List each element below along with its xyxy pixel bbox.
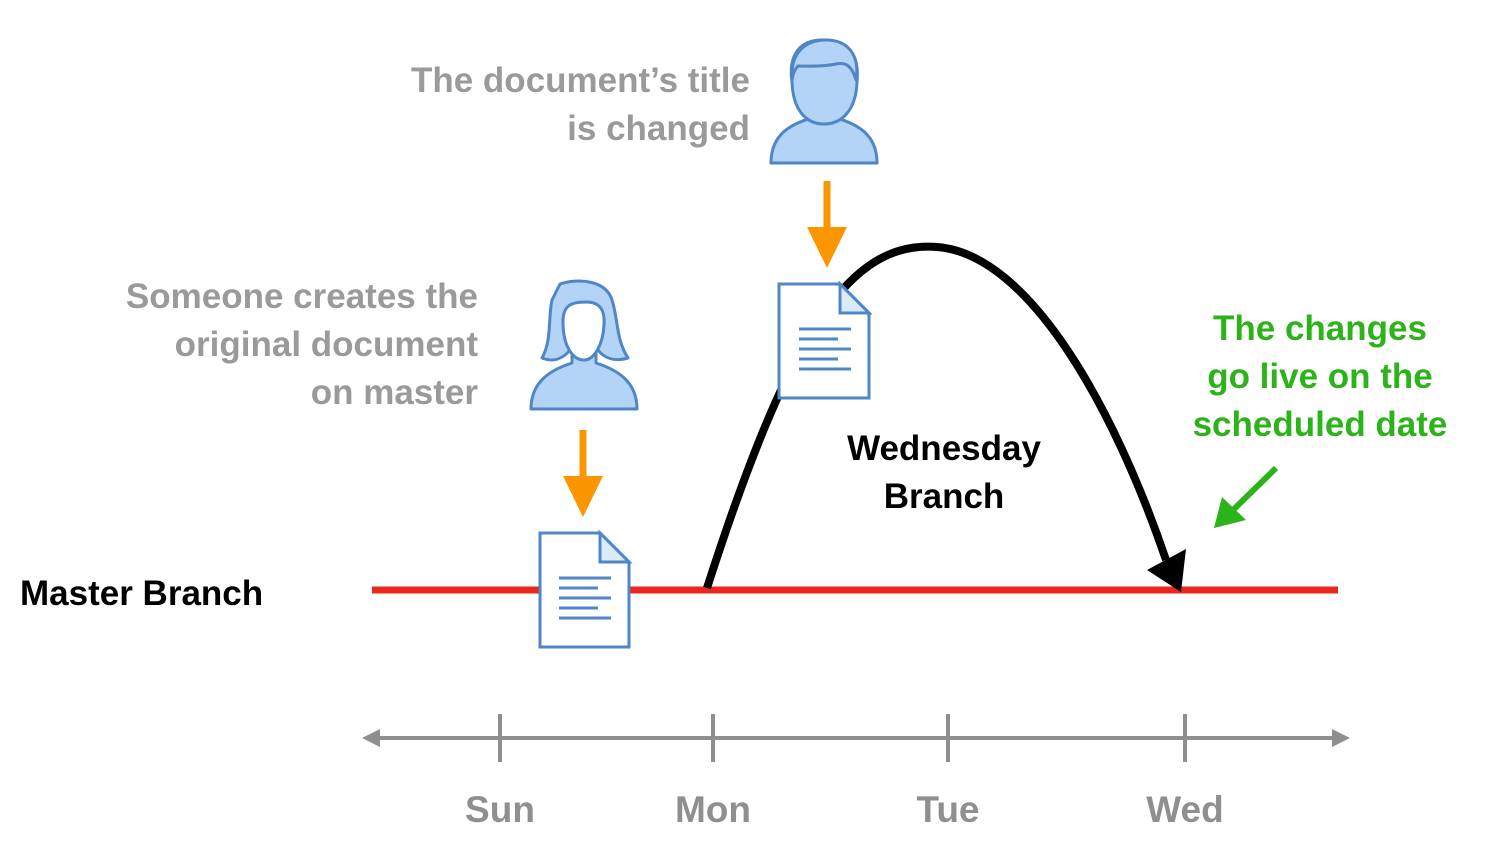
annotation-line: scheduled date	[1193, 405, 1448, 444]
day-label: Tue	[916, 789, 979, 830]
feature-branch-label: Branch	[884, 477, 1005, 516]
annotation-line: The document’s title	[411, 61, 750, 100]
axis-left-arrow-icon	[362, 729, 380, 747]
feature-branch-label: Wednesday	[847, 429, 1041, 468]
time-axis: Sun Mon Tue Wed	[362, 714, 1350, 830]
green-arrow-icon	[1214, 465, 1279, 528]
day-label: Wed	[1146, 789, 1223, 830]
annotation-line: original document	[175, 325, 479, 364]
annotation-line: The changes	[1213, 309, 1427, 348]
orange-down-arrow-icon	[807, 181, 847, 268]
document-icon	[777, 280, 873, 400]
annotation-line: go live on the	[1207, 357, 1433, 396]
axis-right-arrow-icon	[1332, 729, 1350, 747]
go-live-annotation: The changes go live on the scheduled dat…	[1193, 309, 1448, 444]
orange-down-arrow-icon	[563, 430, 603, 517]
annotation-line: on master	[311, 373, 479, 412]
annotation-line: is changed	[567, 109, 750, 148]
annotation-line: Someone creates the	[126, 277, 478, 316]
merge-arrowhead-icon	[1147, 549, 1186, 592]
woman-user-icon	[529, 279, 639, 411]
creation-annotation: Someone creates the original document on…	[126, 277, 478, 412]
day-label: Mon	[675, 789, 751, 830]
title-change-annotation: The document’s title is changed	[411, 61, 750, 148]
document-icon	[538, 529, 633, 649]
day-label: Sun	[465, 789, 535, 830]
master-branch-label: Master Branch	[20, 574, 263, 613]
man-user-icon	[769, 38, 879, 165]
